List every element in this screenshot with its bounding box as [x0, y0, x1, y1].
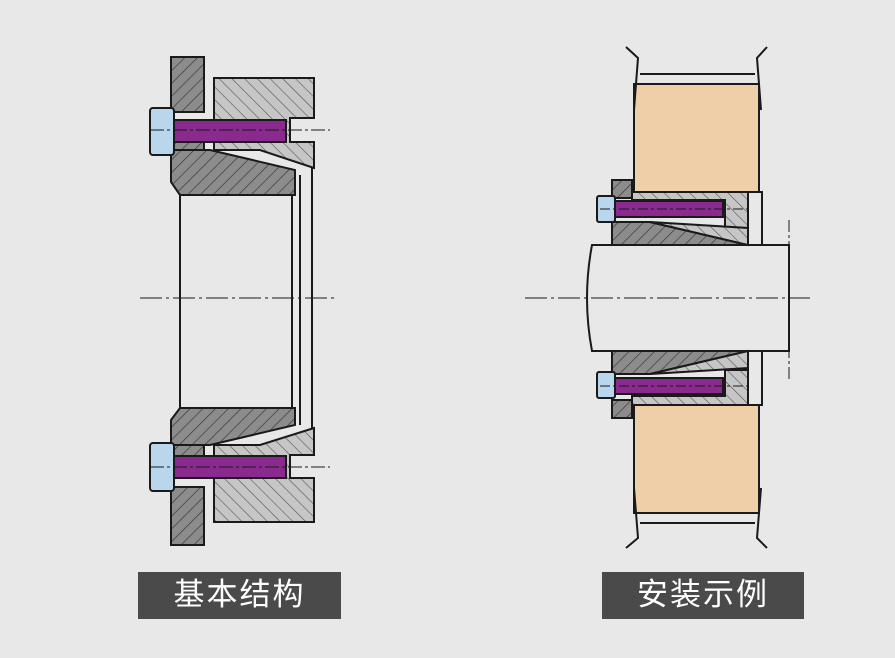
basic-structure-drawing: [140, 56, 335, 546]
flange-bottom: [170, 486, 205, 546]
installation-example-drawing: [525, 46, 810, 549]
inner-cone-bottom: [170, 407, 296, 446]
bolt-top: [173, 119, 287, 143]
flange-top: [170, 56, 205, 113]
caption-installation-example: 安装示例: [602, 572, 804, 619]
inner-cone-top: [170, 149, 296, 196]
install-bolt-bottom: [614, 377, 724, 395]
install-bolt-top: [614, 200, 724, 218]
caption-basic-structure: 基本结构: [138, 572, 341, 619]
hub-bottom: [633, 404, 760, 514]
bolt-head-top: [149, 107, 175, 156]
install-bolt-head-bottom: [596, 371, 616, 399]
hub-top: [633, 83, 760, 193]
